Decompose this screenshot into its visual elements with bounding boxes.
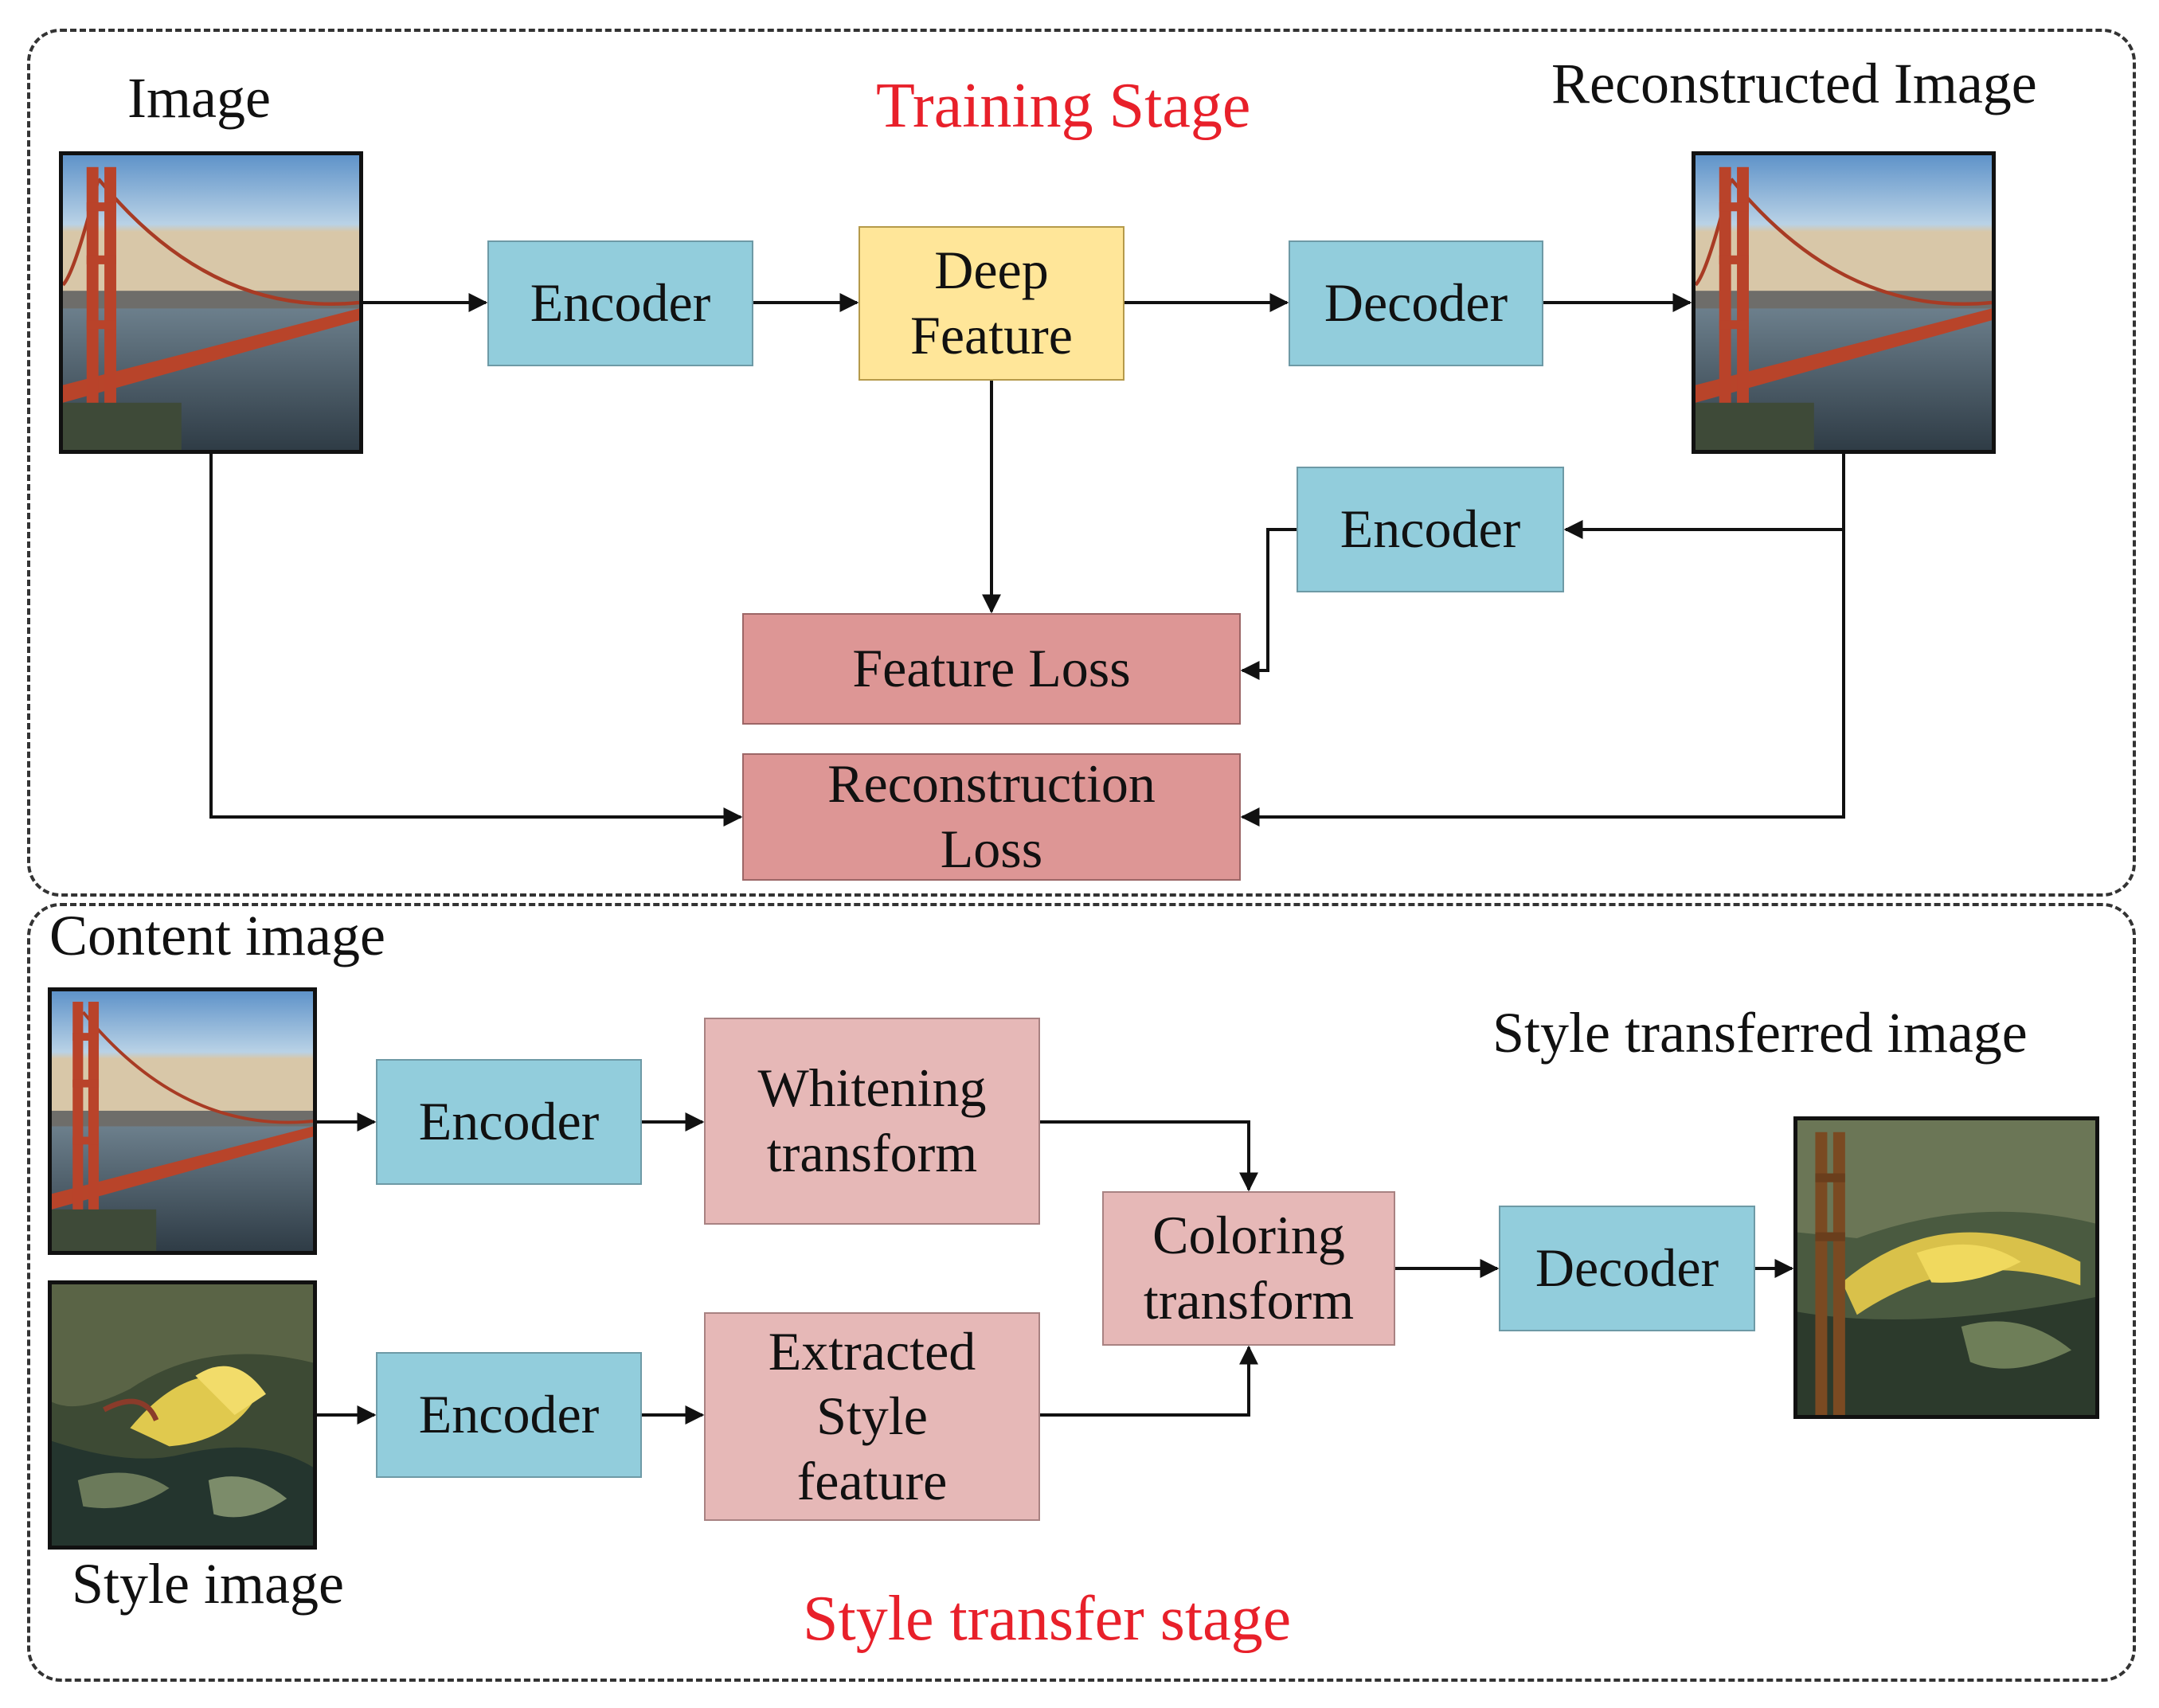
coloring-transform-box: Coloring transform — [1102, 1191, 1395, 1346]
style-transfer-stage-panel — [27, 903, 2136, 1682]
style-transfer-stage-title: Style transfer stage — [803, 1584, 1292, 1654]
decoder-box: Decoder — [1289, 240, 1543, 366]
style-encoder-box: Encoder — [376, 1352, 642, 1478]
style-image-label: Style image — [72, 1552, 344, 1616]
whitening-transform-box: Whitening transform — [704, 1018, 1040, 1225]
transfer-decoder-box: Decoder — [1499, 1206, 1755, 1331]
style-painting-image — [48, 1280, 317, 1550]
content-encoder-box: Encoder — [376, 1059, 642, 1185]
training-stage-panel — [27, 29, 2136, 897]
reconstruction-loss-box: Reconstruction Loss — [742, 753, 1241, 881]
encoder-box-2: Encoder — [1297, 467, 1564, 592]
content-image-label: Content image — [49, 904, 385, 967]
feature-loss-box: Feature Loss — [742, 613, 1241, 725]
reconstructed-bridge-image — [1692, 151, 1996, 454]
reconstructed-image-label: Reconstructed Image — [1551, 52, 2037, 115]
input-bridge-image — [59, 151, 363, 454]
style-transferred-image-label: Style transferred image — [1492, 1001, 2028, 1065]
style-transferred-output-image — [1793, 1116, 2099, 1419]
content-bridge-image — [48, 987, 317, 1255]
training-stage-title: Training Stage — [876, 71, 1251, 141]
extracted-style-feature-box: Extracted Style feature — [704, 1312, 1040, 1521]
encoder-box: Encoder — [487, 240, 753, 366]
deep-feature-box: Deep Feature — [859, 226, 1124, 381]
image-label: Image — [127, 66, 271, 130]
